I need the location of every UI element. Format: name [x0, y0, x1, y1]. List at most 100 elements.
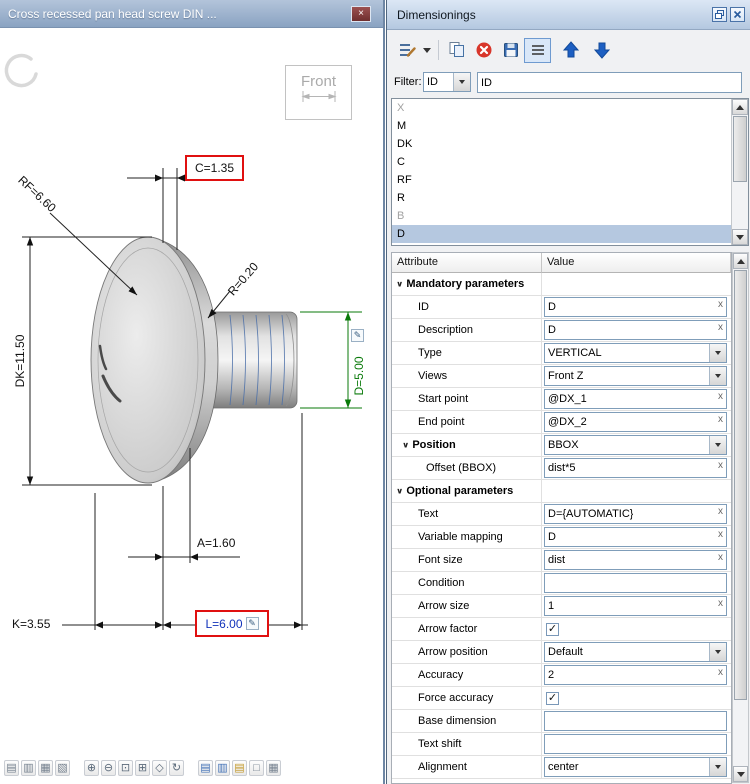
attribute-cell: ∨Optional parameters — [392, 480, 542, 502]
list-item-m[interactable]: M — [397, 120, 407, 132]
copy-button[interactable] — [443, 38, 470, 63]
table-scrollbar[interactable] — [732, 252, 749, 783]
move-up-button[interactable] — [557, 38, 584, 63]
list-item-x[interactable]: X — [397, 102, 405, 114]
collapse-icon[interactable]: ∨ — [396, 279, 404, 289]
page-blue-icon[interactable]: ▤ — [198, 760, 213, 776]
chevron-down-icon[interactable] — [709, 758, 726, 776]
dimension-label-d[interactable]: D=5.00 — [352, 356, 366, 396]
view-placeholder-front[interactable]: Front — [285, 65, 352, 120]
value-text: @DX_1 — [548, 393, 587, 405]
attribute-label: Arrow size — [418, 600, 470, 612]
list-item-rf[interactable]: RF — [397, 174, 412, 186]
scrollbar-thumb[interactable] — [734, 270, 747, 700]
zoom-in-icon[interactable]: ⊕ — [84, 760, 99, 776]
checkbox-force-accuracy[interactable]: ✓ — [546, 691, 559, 705]
scroll-up-button[interactable] — [733, 253, 748, 269]
collapse-icon[interactable]: ∨ — [402, 440, 410, 450]
print-icon[interactable]: ▧ — [55, 760, 70, 776]
checkbox-arrow-factor[interactable]: ✓ — [546, 622, 559, 636]
scrollbar-thumb[interactable] — [733, 116, 747, 182]
arrow-down-icon — [593, 42, 610, 59]
list-item-r[interactable]: R — [397, 192, 405, 204]
close-icon[interactable]: × — [351, 6, 371, 22]
doc-table-icon[interactable]: ▥ — [21, 760, 36, 776]
move-down-button[interactable] — [588, 38, 615, 63]
restore-button[interactable] — [712, 7, 727, 22]
column-header-value[interactable]: Value — [542, 253, 731, 273]
value-field-text[interactable]: D={AUTOMATIC}x — [544, 504, 727, 524]
value-text: D — [548, 531, 556, 543]
refresh-icon[interactable]: ↻ — [169, 760, 184, 776]
list-item-dk[interactable]: DK — [397, 138, 413, 150]
chevron-down-icon[interactable] — [453, 73, 470, 91]
delete-button[interactable] — [470, 38, 497, 63]
scroll-down-button[interactable] — [732, 229, 748, 245]
value-field-arrow-position[interactable]: Default — [544, 642, 727, 662]
list-view-button[interactable] — [524, 37, 551, 63]
zoom-region-icon[interactable]: ⊞ — [135, 760, 150, 776]
clear-icon[interactable]: x — [718, 529, 723, 540]
pages-icon[interactable]: ▥ — [215, 760, 230, 776]
clear-icon[interactable]: x — [718, 391, 723, 402]
page-yellow-icon[interactable]: ▤ — [232, 760, 247, 776]
clear-icon[interactable]: x — [718, 414, 723, 425]
pan-icon[interactable]: ◇ — [152, 760, 167, 776]
dimension-label-l[interactable]: L=6.00 ✎ — [195, 610, 269, 637]
page-plain-icon[interactable]: □ — [249, 760, 264, 776]
zoom-fit-icon[interactable]: ⊡ — [118, 760, 133, 776]
clear-icon[interactable]: x — [718, 460, 723, 471]
edit-menu-dropdown-button[interactable] — [420, 38, 434, 63]
scroll-up-button[interactable] — [732, 99, 748, 115]
triangle — [715, 351, 721, 355]
value-field-condition[interactable] — [544, 573, 727, 593]
edit-menu-button[interactable] — [393, 38, 420, 63]
clear-icon[interactable]: x — [718, 598, 723, 609]
save-button[interactable] — [497, 38, 524, 63]
filter-combo[interactable]: ID — [423, 72, 471, 93]
zoom-out-icon[interactable]: ⊖ — [101, 760, 116, 776]
clear-icon[interactable]: x — [718, 667, 723, 678]
chevron-down-icon[interactable] — [709, 367, 726, 385]
value-field-type[interactable]: VERTICAL — [544, 343, 727, 363]
collapse-icon[interactable]: ∨ — [396, 486, 404, 496]
value-cell — [542, 733, 731, 755]
value-field-views[interactable]: Front Z — [544, 366, 727, 386]
close-button[interactable] — [730, 7, 745, 22]
list-item-d[interactable]: D — [392, 225, 731, 243]
dimension-label-c[interactable]: C=1.35 — [185, 155, 244, 181]
clear-icon[interactable]: x — [718, 506, 723, 517]
chevron-down-icon[interactable] — [709, 344, 726, 362]
doc-icon[interactable]: ▤ — [4, 760, 19, 776]
value-field-alignment[interactable]: center — [544, 757, 727, 777]
doc-grid-icon[interactable]: ▦ — [38, 760, 53, 776]
chevron-down-icon[interactable] — [709, 436, 726, 454]
attribute-label: Variable mapping — [418, 531, 503, 543]
list-item-b[interactable]: B — [397, 210, 405, 222]
value-field-position[interactable]: BBOX — [544, 435, 727, 455]
edit-icon[interactable]: ✎ — [245, 617, 259, 630]
filter-input[interactable] — [477, 72, 742, 93]
value-field-start-point[interactable]: @DX_1 x — [544, 389, 727, 409]
clear-icon[interactable]: x — [718, 322, 723, 333]
column-header-attribute[interactable]: Attribute — [392, 253, 542, 273]
clear-icon[interactable]: x — [718, 552, 723, 563]
layers-icon[interactable]: ▦ — [266, 760, 281, 776]
edit-icon[interactable]: ✎ — [351, 329, 364, 342]
value-field-text-shift[interactable] — [544, 734, 727, 754]
scroll-down-button[interactable] — [733, 766, 748, 782]
list-scrollbar[interactable] — [731, 99, 748, 245]
chevron-down-icon[interactable] — [709, 643, 726, 661]
list-item-c[interactable]: C — [397, 156, 405, 168]
value-field-base-dimension[interactable] — [544, 711, 727, 731]
clear-icon[interactable]: x — [718, 299, 723, 310]
